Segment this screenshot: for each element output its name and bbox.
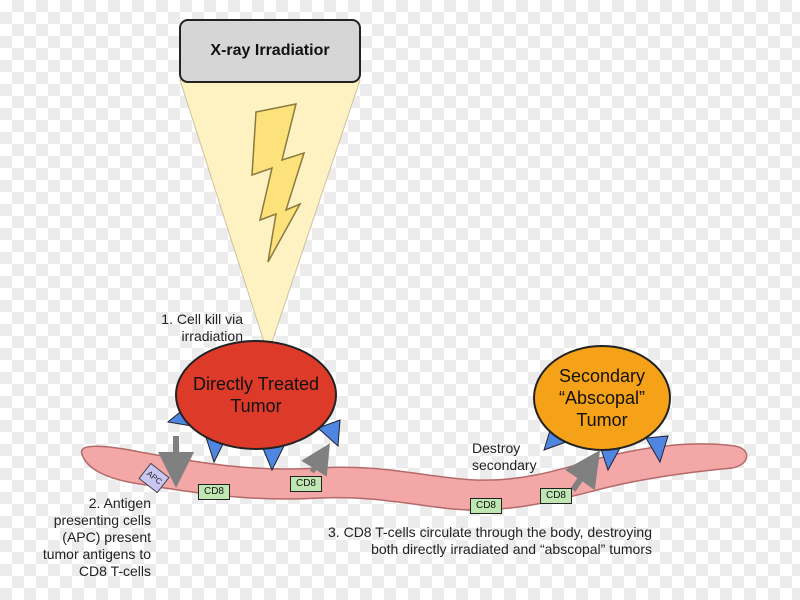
xray-machine-label: X-ray Irradiatior <box>210 42 330 59</box>
cd8-tcell: CD8 <box>470 498 502 514</box>
receptor-triangle <box>645 435 669 464</box>
receptor-triangle <box>317 419 341 448</box>
blood-vessel <box>80 443 748 511</box>
directly-treated-tumor <box>175 340 337 450</box>
cd8-tcell: CD8 <box>290 476 322 492</box>
tcell-to-secondary-arrow <box>564 450 601 492</box>
cd8-tcell: CD8 <box>540 488 572 504</box>
lightning-bolt-icon <box>251 103 306 263</box>
step1-label: 1. Cell kill via irradiation <box>161 311 243 344</box>
step2-label: 2. Antigen presenting cells (APC) presen… <box>42 495 151 579</box>
step3-label: 3. CD8 T-cells circulate through the bod… <box>328 524 652 557</box>
xray-machine-box <box>179 19 361 83</box>
abscopal-tumor <box>533 345 671 451</box>
cd8-tcell: CD8 <box>198 484 230 500</box>
secondary-tumor-receptors <box>543 422 669 472</box>
tcell-to-primary-arrow <box>301 443 330 477</box>
destroy-secondary-label: Destroy secondary <box>472 440 537 473</box>
secondary-tumor-label: Secondary “Abscopal” Tumor <box>558 366 646 430</box>
primary-tumor-label: Directly Treated Tumor <box>192 374 320 416</box>
